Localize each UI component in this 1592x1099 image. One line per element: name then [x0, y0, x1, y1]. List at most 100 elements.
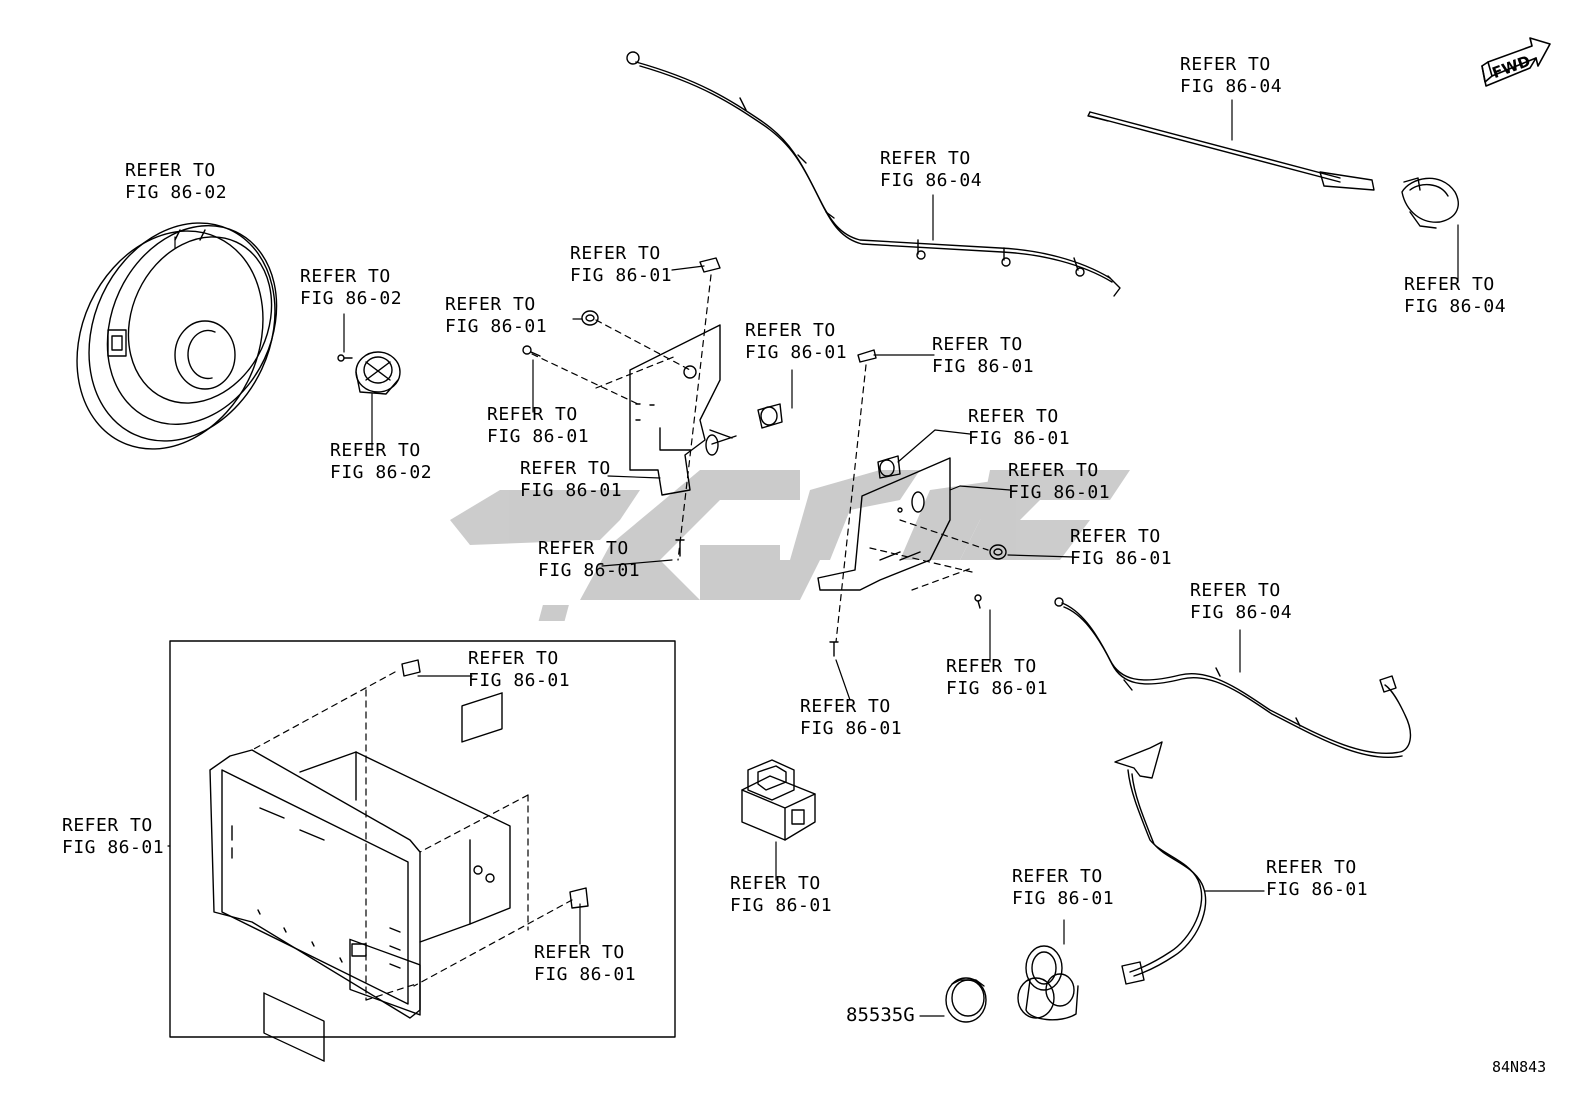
callout-nut-right[interactable]: REFER TO FIG 86-01: [1070, 526, 1172, 569]
antenna-base-drawing: [1401, 177, 1459, 229]
callout-cushion-center[interactable]: REFER TO FIG 86-01: [745, 320, 847, 363]
callout-relay-block[interactable]: REFER TO FIG 86-01: [730, 873, 832, 916]
callout-line-2: FIG 86-02: [125, 181, 228, 203]
callout-screw-left[interactable]: REFER TO FIG 86-01: [487, 404, 589, 447]
callout-screw-right-low[interactable]: REFER TO FIG 86-01: [946, 656, 1048, 699]
callout-line-2: FIG 86-01: [570, 264, 673, 286]
screw-right-low-drawing: [974, 594, 982, 609]
callout-tweeter[interactable]: REFER TO FIG 86-02: [330, 440, 432, 483]
callout-line-2: FIG 86-04: [1180, 75, 1283, 97]
callout-line-1: REFER TO: [1070, 526, 1161, 547]
callout-bracket-left[interactable]: REFER TO FIG 86-01: [520, 458, 622, 501]
callout-antenna-cord-top[interactable]: REFER TO FIG 86-04: [880, 148, 982, 191]
callout-line-2: FIG 86-01: [1266, 878, 1369, 900]
illustration-code: 84N843: [1492, 1058, 1547, 1076]
dashed-guide-lines: [251, 274, 989, 1001]
callout-line-2: FIG 86-01: [932, 355, 1035, 377]
callout-line-1: REFER TO: [445, 294, 536, 315]
usb-cable-drawing: [1114, 741, 1207, 985]
callout-line-2: FIG 86-01: [538, 559, 641, 581]
callout-line-1: REFER TO: [1404, 274, 1495, 295]
callout-cushion-right[interactable]: REFER TO FIG 86-01: [968, 406, 1070, 449]
part-number-85535g[interactable]: 85535G: [846, 1004, 915, 1026]
callout-line-1: REFER TO: [125, 160, 216, 181]
callout-line-2: FIG 86-01: [1012, 887, 1115, 909]
antenna-rod-drawing: [1087, 111, 1375, 191]
leader-lines: [167, 99, 1459, 1017]
clip-upper-left-drawing: [699, 257, 721, 273]
fwd-label: FWD: [1490, 52, 1533, 82]
bolt-right-drawing: [829, 641, 839, 657]
callout-line-1: REFER TO: [880, 148, 971, 169]
callout-bolt-left[interactable]: REFER TO FIG 86-01: [538, 538, 640, 581]
callout-line-1: REFER TO: [932, 334, 1023, 355]
callout-line-1: REFER TO: [62, 815, 153, 836]
callout-bracket-right[interactable]: REFER TO FIG 86-01: [1008, 460, 1110, 503]
callout-line-2: FIG 86-01: [1008, 481, 1111, 503]
nut-right-drawing: [989, 544, 1007, 560]
callout-antenna-cord-lower[interactable]: REFER TO FIG 86-04: [1190, 580, 1292, 623]
inset-clip-bottom-drawing: [569, 887, 589, 909]
callout-line-1: REFER TO: [1190, 580, 1281, 601]
callout-clip-upper-left[interactable]: REFER TO FIG 86-01: [570, 243, 672, 286]
callout-line-1: REFER TO: [946, 656, 1037, 677]
callout-line-1: REFER TO: [730, 873, 821, 894]
callout-line-2: FIG 86-01: [468, 669, 571, 691]
callout-line-1: REFER TO: [800, 696, 891, 717]
callout-line-2: FIG 86-01: [745, 341, 848, 363]
callout-line-1: REFER TO: [300, 266, 391, 287]
callout-antenna-base[interactable]: REFER TO FIG 86-04: [1404, 274, 1506, 317]
callout-antenna-rod[interactable]: REFER TO FIG 86-04: [1180, 54, 1282, 97]
callout-line-2: FIG 86-04: [880, 169, 983, 191]
usb-socket-drawing: [1017, 945, 1079, 1021]
callout-line-2: FIG 86-04: [1404, 295, 1507, 317]
callout-line-1: REFER TO: [968, 406, 1059, 427]
callout-line-2: FIG 86-02: [300, 287, 403, 309]
callout-line-2: FIG 86-01: [800, 717, 903, 739]
callout-speaker-front[interactable]: REFER TO FIG 86-02: [125, 160, 227, 203]
callout-line-1: REFER TO: [570, 243, 661, 264]
callout-line-1: REFER TO: [468, 648, 559, 669]
cushion-right-drawing: [877, 455, 901, 479]
relay-block-drawing: [741, 759, 816, 841]
callout-line-2: FIG 86-01: [968, 427, 1071, 449]
callout-clip-upper-right[interactable]: REFER TO FIG 86-01: [932, 334, 1034, 377]
callout-tweeter-screw[interactable]: REFER TO FIG 86-02: [300, 266, 402, 309]
inset-frame: [169, 640, 676, 1038]
tweeter-drawing: [337, 351, 401, 395]
callout-line-2: FIG 86-02: [330, 461, 433, 483]
antenna-cord-drawing: [626, 51, 1121, 297]
callout-line-2: FIG 86-01: [487, 425, 590, 447]
callout-line-2: FIG 86-01: [730, 894, 833, 916]
callout-bolt-right[interactable]: REFER TO FIG 86-01: [800, 696, 902, 739]
callout-line-1: REFER TO: [330, 440, 421, 461]
callout-line-1: REFER TO: [1012, 866, 1103, 887]
callout-inset-clip-bottom[interactable]: REFER TO FIG 86-01: [534, 942, 636, 985]
bracket-right-drawing: [817, 457, 951, 591]
callout-line-2: FIG 86-01: [520, 479, 623, 501]
callout-usb-socket[interactable]: REFER TO FIG 86-01: [1012, 866, 1114, 909]
callout-line-1: REFER TO: [487, 404, 578, 425]
callout-line-2: FIG 86-01: [1070, 547, 1173, 569]
callout-radio-assembly[interactable]: REFER TO FIG 86-01: [62, 815, 164, 858]
callout-grommet-left[interactable]: REFER TO FIG 86-01: [445, 294, 547, 337]
callout-line-1: REFER TO: [1180, 54, 1271, 75]
callout-line-1: REFER TO: [1008, 460, 1099, 481]
cushion-center-drawing: [757, 403, 783, 429]
grommet-left-drawing: [581, 310, 599, 326]
callout-line-1: REFER TO: [534, 942, 625, 963]
fwd-arrow-icon: [1481, 37, 1551, 87]
callout-usb-cable[interactable]: REFER TO FIG 86-01: [1266, 857, 1368, 900]
callout-inset-clip-top[interactable]: REFER TO FIG 86-01: [468, 648, 570, 691]
speaker-drawing: [76, 222, 278, 450]
screw-left-drawing: [522, 345, 541, 357]
clip-upper-right-drawing: [857, 349, 877, 363]
inset-clip-top-drawing: [401, 659, 421, 677]
callout-line-2: FIG 86-01: [62, 836, 165, 858]
radio-assembly-drawing: [209, 692, 511, 1062]
cap-85535g-drawing: [945, 977, 987, 1023]
callout-line-2: FIG 86-01: [445, 315, 548, 337]
antenna-cord-lower-drawing: [1054, 597, 1412, 758]
